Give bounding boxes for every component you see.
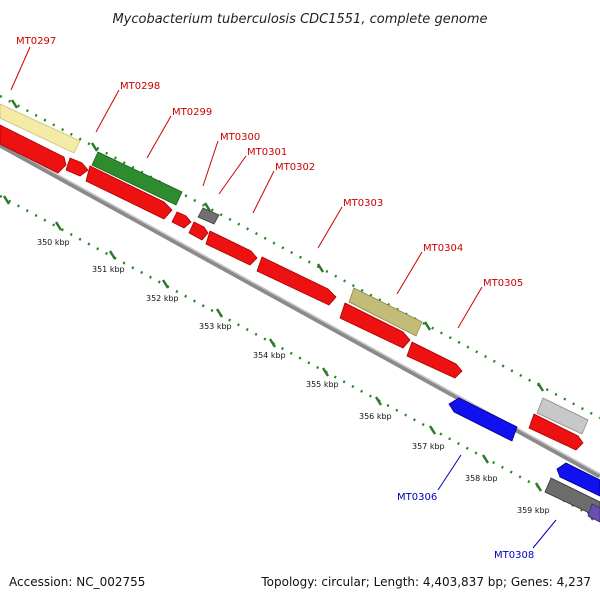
gene-arrow-mt0297: [0, 124, 67, 174]
topology-text: Topology: circular; Length: 4,403,837 bp…: [260, 575, 591, 589]
cog-band-mt0298: [91, 151, 183, 206]
gene-label-mt0300[interactable]: MT0300: [220, 132, 260, 143]
reverse-strand-genes: [448, 397, 600, 497]
accession-text: Accession: NC_002755: [9, 575, 145, 589]
kbp-label-352: 352 kbp: [146, 294, 179, 303]
gene-arrow-mt0301: [188, 221, 209, 241]
cog-band-mt0300: [197, 207, 220, 225]
gene-arrow-mt0306: [448, 397, 518, 442]
kbp-label-359: 359 kbp: [517, 506, 550, 515]
gene-arrow-right: [528, 413, 584, 451]
gene-arrow-mt0298: [65, 157, 89, 177]
kbp-label-353: 353 kbp: [199, 322, 232, 331]
cog-band-mt0304: [348, 287, 423, 337]
kbp-label-355: 355 kbp: [306, 380, 339, 389]
forward-strand-genes: [0, 124, 584, 451]
outer-dotted-track: [0, 94, 600, 420]
gene-arrow-mt0300: [171, 211, 192, 229]
kbp-label-351: 351 kbp: [92, 265, 125, 274]
gene-arrow-mt0304: [339, 302, 411, 349]
kbp-label-357: 357 kbp: [412, 442, 445, 451]
kbp-label-350: 350 kbp: [37, 238, 70, 247]
inner-dotted-track: [0, 194, 600, 522]
label-callout-lines: [10, 46, 557, 549]
gene-arrow-mt0305: [406, 341, 463, 379]
gene-label-mt0299[interactable]: MT0299: [172, 107, 212, 118]
cog-band-right-2: [544, 477, 600, 519]
kbp-label-354: 354 kbp: [253, 351, 286, 360]
cog-band-mt0297: [0, 103, 81, 154]
gene-arrow-mt0302: [205, 230, 258, 266]
map-title: Mycobacterium tuberculosis CDC1551, comp…: [112, 12, 487, 27]
cog-band-right-1: [536, 397, 589, 435]
gene-arrow-mt0308: [587, 503, 600, 523]
gene-label-mt0308[interactable]: MT0308: [494, 550, 534, 561]
gene-label-mt0303[interactable]: MT0303: [343, 198, 383, 209]
gene-label-mt0304[interactable]: MT0304: [423, 243, 463, 254]
gene-arrow-mt0303: [256, 256, 337, 306]
gene-arrow-mt0299: [85, 165, 173, 220]
gene-arrow-mt0307: [556, 462, 600, 497]
gene-label-mt0298[interactable]: MT0298: [120, 81, 160, 92]
gene-label-mt0306[interactable]: MT0306: [397, 492, 437, 503]
gene-label-mt0301[interactable]: MT0301: [247, 147, 287, 158]
gene-label-mt0297[interactable]: MT0297: [16, 36, 56, 47]
gene-label-mt0302[interactable]: MT0302: [275, 162, 315, 173]
kbp-label-356: 356 kbp: [359, 412, 392, 421]
gene-label-mt0305[interactable]: MT0305: [483, 278, 523, 289]
kbp-label-358: 358 kbp: [465, 474, 498, 483]
